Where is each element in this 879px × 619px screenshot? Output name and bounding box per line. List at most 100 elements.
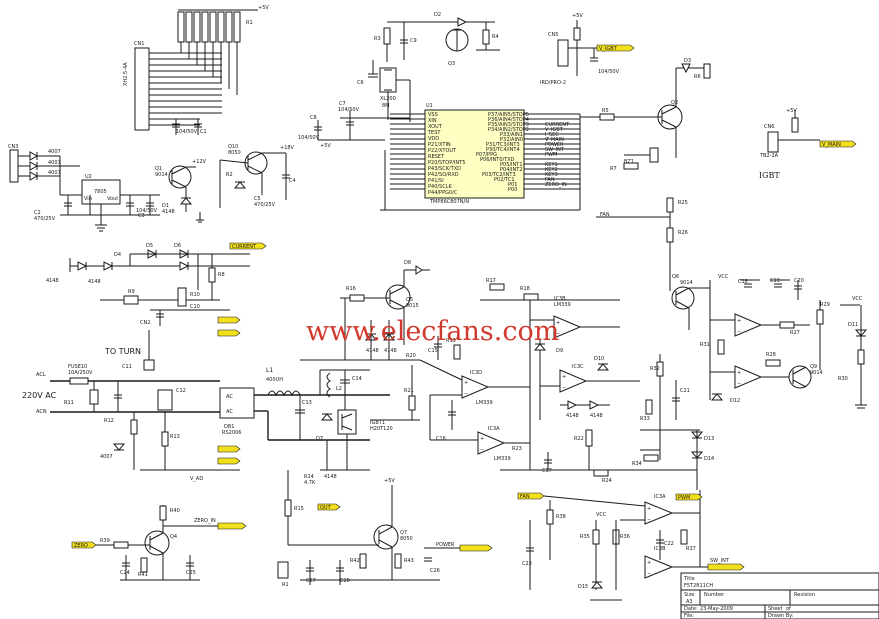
svg-text:R22: R22 [574,436,584,442]
power-q7: Q7 8050 +5V R42 R43 POWER C26 R1 C27 C28 [277,478,493,588]
net-tag-b [217,457,241,465]
svg-text:R24: R24 [602,478,612,484]
svg-text:C14: C14 [352,376,362,382]
svg-text:R27: R27 [790,330,800,336]
svg-text:IGBT1: IGBT1 [370,420,385,426]
svg-text:4007: 4007 [48,149,61,155]
comparator-right-a [734,313,763,337]
svg-text:FAN: FAN [520,494,530,500]
svg-text:SW_INT: SW_INT [710,558,730,564]
net-tag-power [459,544,493,552]
power-stage: AC AC DB1 RS2006 L1 400UH C13 L2 C14 IGB… [219,367,393,545]
svg-text:P03/TC2/INT3: P03/TC2/INT3 [482,172,516,178]
svg-text:P44/PPG0/C: P44/PPG0/C [428,190,458,196]
svg-text:FUSE10: FUSE10 [68,364,87,370]
svg-text:Vin: Vin [84,196,92,202]
svg-text:IC3B: IC3B [554,296,566,302]
bridge-diodes: 4007 4007 4007 [18,149,61,181]
transistor-q5 [385,284,411,310]
svg-text:R21: R21 [404,388,414,394]
mcu-part: TMP86C807N/N [429,199,469,205]
svg-text:C27: C27 [306,578,316,584]
svg-text:R30: R30 [838,376,848,382]
svg-text:D7: D7 [316,436,323,442]
resistor-array [177,9,258,95]
comparator-block: + − LM339 IC3D + − IC3A LM339 + − IC3B L… [370,278,640,500]
svg-text:P42/SO/RXD: P42/SO/RXD [428,172,459,178]
svg-text:8050: 8050 [400,536,413,542]
svg-text:−: − [737,329,741,335]
svg-text:+: + [480,436,484,442]
svg-text:−: − [647,571,651,577]
svg-text:+5V: +5V [320,143,331,149]
svg-text:D10: D10 [594,356,604,362]
svg-text:IC3A: IC3A [654,494,666,500]
svg-text:C16: C16 [436,436,446,442]
net-tag-v-main [819,140,857,148]
current-sense-diodes: 4148 D4 D5 D6 4148 CURRENT R8 R9 R10 C10… [46,242,267,371]
pwm-comparator: + − IC3A + − IC3B PWM SW_INT R35 R36 VCC… [522,490,745,601]
svg-text:P22/XTOUT: P22/XTOUT [428,148,457,154]
svg-text:D12: D12 [730,398,740,404]
svg-text:C7: C7 [339,101,346,107]
connector-cn6 [767,131,779,153]
svg-text:470/25V: 470/25V [34,216,56,222]
ac-input-section: TO TURN 220V AC ACL ACN FUSE10 10A/250V … [22,347,241,482]
svg-text:SW_INT: SW_INT [545,147,565,153]
svg-text:R1: R1 [282,582,289,588]
svg-text:+12V: +12V [192,159,207,165]
net-tag-v-igbt [596,44,635,52]
svg-text:CN3: CN3 [8,144,18,150]
svg-text:R2: R2 [226,172,233,178]
mcu-ref: U1 [426,103,433,109]
gate-driver: Q5 9015 D8 R16 4148 4148 [300,260,430,361]
svg-text:Size: Size [684,592,694,598]
svg-text:PWM: PWM [678,495,690,501]
svg-text:V_IGBT: V_IGBT [545,127,564,133]
svg-text:C2: C2 [34,210,41,216]
svg-text:C4: C4 [289,178,296,184]
svg-text:I_SEC: I_SEC [545,132,559,138]
svg-text:R17: R17 [486,278,496,284]
svg-text:C11: C11 [122,364,132,370]
comparator-ic3b [553,315,582,339]
svg-text:−: − [480,447,484,453]
svg-text:R5: R5 [602,108,609,114]
svg-text:R41: R41 [138,572,148,578]
cn5-temp-connector: CN5 IRD/PRO-2 +5V V_IGBT 104/50V [540,13,635,86]
svg-text:CN2: CN2 [140,320,150,326]
svg-text:8M: 8M [382,103,390,109]
svg-text:R29: R29 [820,302,830,308]
svg-text:C9: C9 [410,38,417,44]
net-tag-out [317,503,341,511]
q3-power-switch: Q3 D2 R3 C9 R4 [374,12,500,67]
svg-text:CN5: CN5 [548,32,558,38]
svg-text:+: + [647,506,651,512]
svg-text:+: + [737,318,741,324]
svg-text:IRD/PRO-2: IRD/PRO-2 [540,80,566,86]
svg-text:9014: 9014 [155,172,168,178]
svg-text:Sheet: Sheet [768,606,782,612]
svg-text:FAN: FAN [600,212,610,218]
svg-text:CURRENT: CURRENT [232,244,257,250]
svg-text:Revision: Revision [794,592,815,598]
svg-text:P37/AIN5/STOP5: P37/AIN5/STOP5 [488,112,529,118]
svg-text:LM339: LM339 [476,400,493,406]
comparator-ic3c [559,369,588,393]
svg-text:4148: 4148 [46,278,59,284]
svg-text:R9: R9 [128,289,135,295]
svg-text:R32: R32 [650,366,660,372]
svg-text:R34: R34 [632,461,642,467]
svg-text:LM339: LM339 [554,302,571,308]
svg-text:XIN: XIN [428,118,437,124]
svg-text:+: + [647,560,651,566]
svg-text:R33: R33 [640,416,650,422]
connector-cn1-label: CN1 [134,41,144,47]
comparator-pwm [644,501,674,525]
svg-text:Number: Number [704,592,725,598]
net-tag-fan [517,492,545,500]
mcu-u1: U1 TMP86C807N/N VSS XIN XOUT TE [380,103,581,211]
svg-text:−: − [464,391,468,397]
svg-text:R10: R10 [190,292,200,298]
svg-text:IC3C: IC3C [572,364,584,370]
